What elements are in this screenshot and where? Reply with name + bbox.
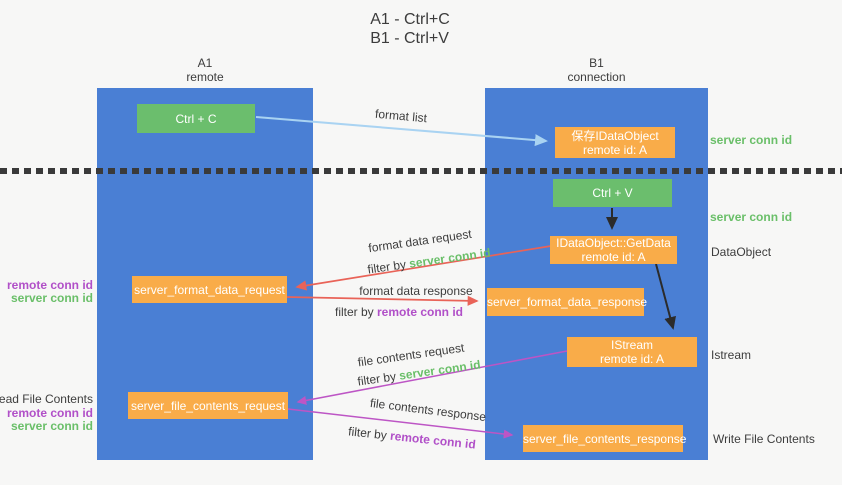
node-istream-line2: remote id: A	[599, 352, 665, 366]
lane-right-subtitle: connection	[567, 70, 626, 84]
edge-label-format-data-response: format data response	[359, 284, 473, 298]
filter-by-text: filter by	[356, 368, 401, 389]
remote-conn-id-text: remote conn id	[389, 428, 477, 452]
node-getdata-line2: remote id: A	[581, 250, 646, 264]
diagram-title: A1 - Ctrl+C B1 - Ctrl+V	[0, 10, 842, 48]
node-ctrl-v-label: Ctrl + V	[592, 186, 633, 200]
node-ctrl-c: Ctrl + C	[137, 104, 255, 133]
title-line-2: B1 - Ctrl+V	[370, 30, 449, 47]
node-ctrl-c-label: Ctrl + C	[175, 111, 217, 126]
annotation-dataobject: DataObject	[711, 245, 772, 259]
title-line-1: A1 - Ctrl+C	[370, 11, 450, 28]
node-server-file-contents-response: server_file_contents_response	[523, 425, 687, 452]
node-server-format-data-request-label: server_format_data_request	[134, 282, 285, 297]
node-save-dataobject-line1: 保存IDataObject	[571, 128, 659, 143]
annotation-remote-conn-id-top-left: remote conn id	[6, 278, 93, 292]
server-conn-id-text: server conn id	[408, 245, 492, 271]
edge-label-format-data-response-filter: filter by remote conn id	[335, 305, 463, 319]
node-save-dataobject: 保存IDataObject remote id: A	[555, 127, 675, 158]
filter-by-text: filter by	[366, 256, 411, 277]
annotation-server-conn-id-top-left: server conn id	[10, 291, 93, 305]
node-server-format-data-request: server_format_data_request	[132, 276, 287, 303]
annotation-server-conn-id-mid-right: server conn id	[710, 210, 793, 224]
node-getdata: IDataObject::GetData remote id: A	[550, 236, 677, 264]
dotted-separator-line	[0, 168, 842, 174]
lane-left-header: A1 remote	[97, 56, 313, 84]
edge-label-file-contents-response-filter: filter by remote conn id	[348, 424, 477, 451]
node-ctrl-v: Ctrl + V	[553, 179, 672, 207]
remote-conn-id-text: remote conn id	[377, 305, 464, 319]
filter-by-text: filter by	[347, 424, 391, 443]
annotation-write-file-contents: Write File Contents	[713, 432, 815, 446]
node-istream: IStream remote id: A	[567, 337, 697, 367]
lane-right-name: B1	[589, 56, 604, 70]
annotation-server-conn-id-top-right: server conn id	[710, 133, 793, 147]
node-save-dataobject-line2: remote id: A	[582, 142, 648, 157]
lane-right-header: B1 connection	[485, 56, 708, 84]
node-server-format-data-response: server_format_data_response	[487, 288, 648, 316]
lane-left-subtitle: remote	[186, 70, 224, 84]
annotation-remote-conn-id-bottom-left: remote conn id	[6, 406, 93, 420]
annotation-read-file-contents: Read File Contents	[0, 392, 93, 406]
lane-left-name: A1	[197, 56, 213, 70]
node-getdata-line1: IDataObject::GetData	[556, 236, 671, 250]
edge-label-file-contents-response: file contents response	[369, 395, 487, 425]
edge-label-format-list: format list	[374, 106, 428, 126]
node-istream-line1: IStream	[610, 338, 653, 352]
node-server-file-contents-response-label: server_file_contents_response	[523, 431, 687, 446]
annotation-server-conn-id-bottom-left: server conn id	[10, 419, 93, 433]
annotation-group-format-request: remote conn id server conn id	[0, 279, 93, 305]
node-server-file-contents-request: server_file_contents_request	[128, 392, 288, 419]
annotation-istream: Istream	[711, 348, 752, 362]
annotation-group-file-request: Read File Contents remote conn id server…	[0, 392, 93, 433]
node-server-file-contents-request-label: server_file_contents_request	[130, 398, 286, 413]
filter-by-text: filter by	[334, 305, 377, 319]
node-server-format-data-response-label: server_format_data_response	[487, 295, 648, 309]
